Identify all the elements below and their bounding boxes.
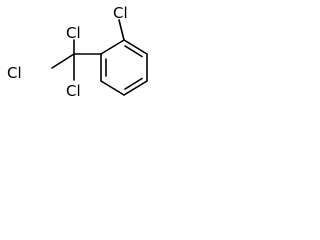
atom-label-cl-top: Cl [66, 24, 81, 42]
ring-bond-c1-c2 [100, 39, 125, 55]
ring-double-bond-c2-c3 [124, 45, 143, 58]
atom-label-cl-left: Cl [7, 64, 22, 82]
atom-label-cl-ring: Cl [113, 4, 128, 22]
structure-diagram: Cl Cl Cl Cl [7, 4, 148, 100]
atom-label-cl-bottom: Cl [66, 82, 81, 100]
bond-ring-chlorine [118, 19, 125, 41]
ring-bond-c5-c6 [100, 80, 125, 96]
ring-double-bond-c4-c5 [124, 77, 143, 90]
bond-ccl3-cl-left [51, 53, 75, 69]
ring-bond-c2-c3 [123, 39, 148, 55]
ring-bond-c4-c5 [123, 80, 148, 96]
